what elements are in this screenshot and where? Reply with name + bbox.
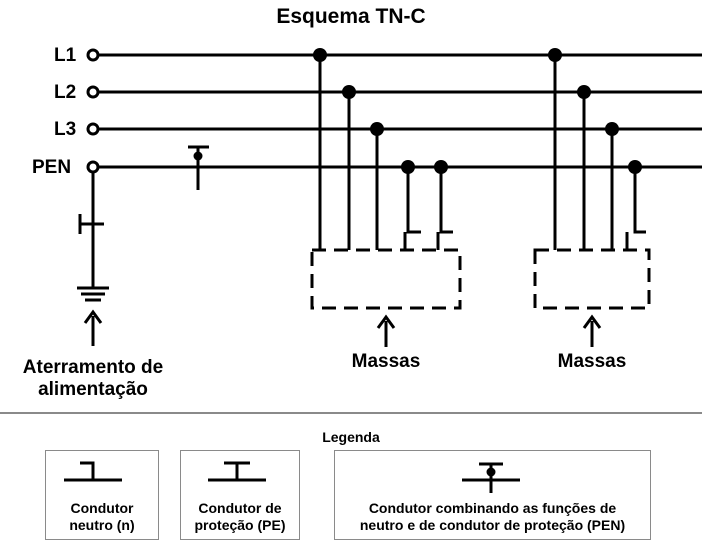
right-masses-box	[533, 248, 651, 310]
legend-box-pen	[334, 450, 651, 540]
legend-box-neutral	[45, 450, 159, 540]
grounding-caption: Aterramento de alimentação	[0, 357, 186, 401]
masses-right-caption: Massas	[557, 351, 627, 372]
right-masses-arrow	[582, 314, 602, 347]
masses-left-caption: Massas	[351, 351, 421, 372]
legend-pen-line1: Condutor combinando as funções de	[368, 500, 617, 516]
legend-neutral-line2: neutro (n)	[69, 517, 135, 533]
l1-label: L1	[54, 45, 77, 66]
legend-text-protection: Condutor de proteção (PE)	[180, 500, 300, 534]
left-masses-arrow	[376, 314, 396, 347]
legend-pen-line2: neutro e de condutor de proteção (PEN)	[359, 517, 626, 533]
l2-label: L2	[54, 82, 77, 103]
protection-conductor-symbol	[208, 461, 266, 482]
right-load-connections	[548, 48, 646, 250]
l3-label: L3	[54, 119, 77, 140]
legend-text-neutral: Condutor neutro (n)	[45, 500, 159, 534]
left-masses-box	[310, 248, 462, 310]
grounding-caption-line1: Aterramento de	[22, 357, 164, 378]
l3-terminal	[86, 122, 100, 136]
legend-box-protection	[180, 450, 300, 540]
legend-title: Legenda	[322, 429, 380, 445]
legend-neutral-line1: Condutor	[70, 500, 134, 516]
neutral-conductor-symbol	[64, 461, 122, 482]
supply-grounding	[77, 172, 109, 302]
left-load-connections	[313, 48, 453, 250]
grounding-arrow	[83, 309, 103, 346]
l1-terminal	[86, 48, 100, 62]
pen-terminal	[86, 160, 100, 174]
legend-protection-line2: proteção (PE)	[194, 517, 286, 533]
pen-label: PEN	[32, 157, 72, 178]
legend-protection-line1: Condutor de	[198, 500, 282, 516]
pen-line-symbol	[188, 145, 209, 190]
pen-conductor-symbol	[462, 462, 520, 493]
grounding-caption-line2: alimentação	[38, 379, 148, 400]
l2-terminal	[86, 85, 100, 99]
legend-text-pen: Condutor combinando as funções de neutro…	[334, 500, 651, 534]
diagram-title: Esquema TN-C	[276, 5, 426, 28]
